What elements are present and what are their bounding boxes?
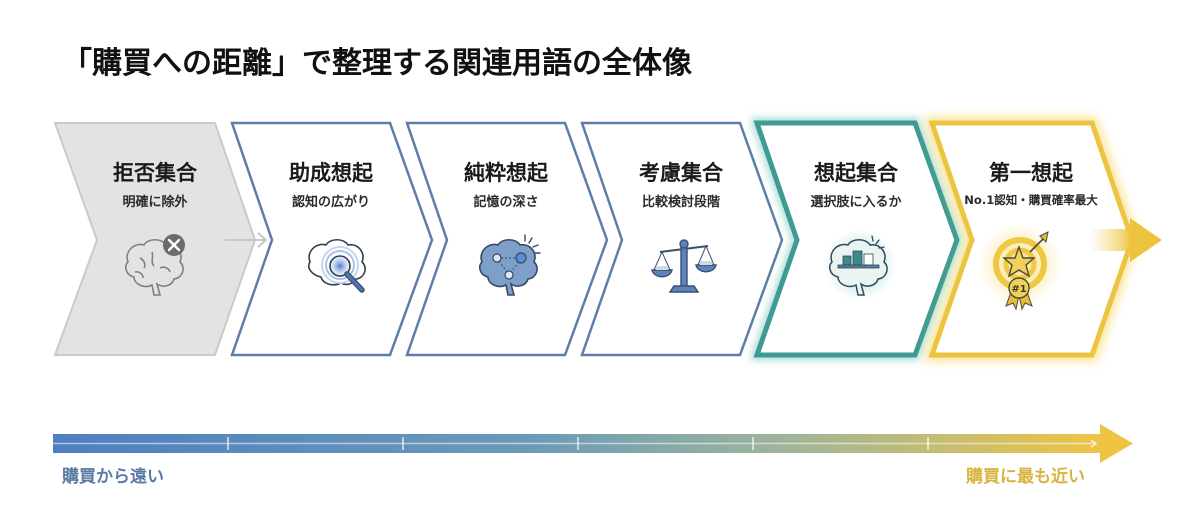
axis-label-near: 購買に最も近い — [966, 467, 1085, 487]
stage-2-sub: 認知の広がり — [291, 195, 370, 210]
axis-label-far: 購買から遠い — [62, 467, 164, 487]
stage-consideration-set — [580, 121, 784, 357]
brain-shelf-icon — [829, 235, 888, 296]
page-title: 「購買への距離」で整理する関連用語の全体像 — [62, 46, 692, 81]
stage-5-sub: 選択肢に入るか — [810, 195, 902, 210]
stage-unaided-recall — [405, 121, 609, 357]
target-medal-icon: #1 — [993, 231, 1049, 311]
stage-4-label: 考慮集合 — [639, 161, 723, 185]
stage-top-of-mind: #1 — [923, 117, 1139, 361]
stage-2-label: 助成想起 — [289, 161, 373, 185]
stage-aided-recall — [230, 121, 434, 357]
x-badge-icon — [163, 234, 185, 256]
stage-4-sub: 比較検討段階 — [641, 195, 720, 210]
stage-1-sub: 明確に除外 — [122, 195, 188, 210]
axis-ticks — [227, 437, 929, 450]
stage-1-label: 拒否集合 — [113, 161, 197, 185]
brain-network-icon — [478, 234, 541, 296]
scale-icon — [651, 239, 717, 293]
exit-arrow — [1090, 218, 1162, 262]
brain-x-icon — [124, 238, 184, 296]
stage-5-label: 想起集合 — [814, 161, 898, 185]
stage-evoked-set — [749, 118, 963, 360]
stage-6-label: 第一想起 — [989, 161, 1073, 185]
stage-3-label: 純粋想起 — [464, 161, 548, 185]
medal-rank-text: #1 — [1011, 284, 1026, 295]
distance-axis — [53, 424, 1133, 463]
brain-magnifier-icon — [307, 238, 366, 293]
stage-6-sub: No.1認知・購買確率最大 — [964, 193, 1098, 207]
stage-rejected — [53, 122, 268, 356]
stage-3-sub: 記憶の深さ — [473, 195, 539, 210]
